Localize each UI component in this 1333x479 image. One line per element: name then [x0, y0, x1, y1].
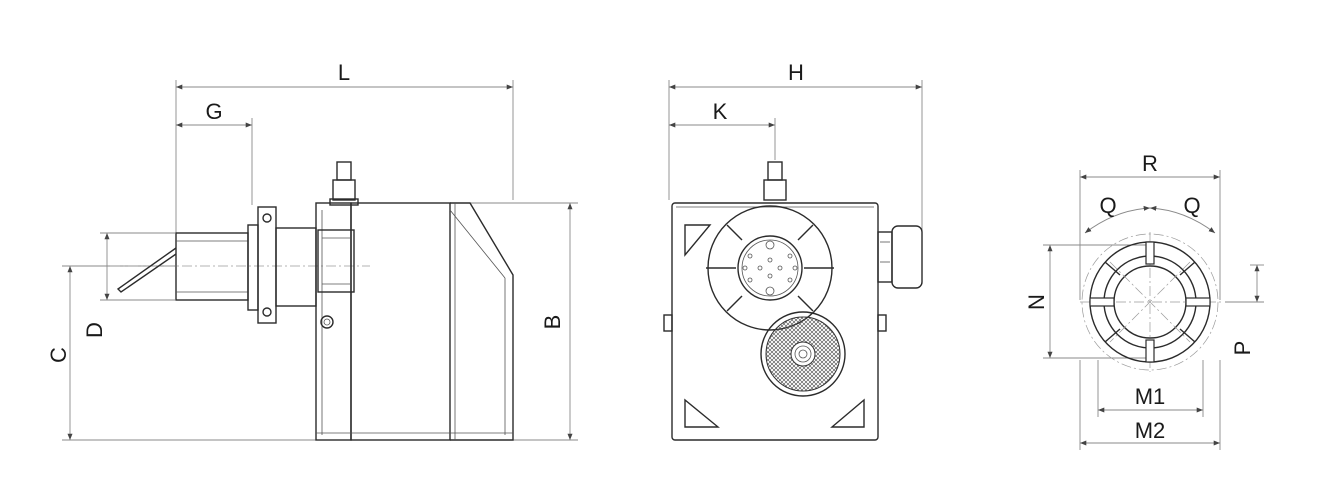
dimension-Q: Q Q: [1084, 193, 1216, 234]
side-view: L G B C D: [46, 60, 578, 441]
label-M1: M1: [1135, 384, 1166, 409]
dimension-P: P: [1225, 264, 1264, 356]
flange-view: R Q Q N P M1: [1024, 151, 1264, 450]
label-N: N: [1024, 294, 1049, 310]
label-B: B: [540, 315, 565, 330]
flange-gasket: [1080, 232, 1222, 372]
label-D: D: [82, 322, 107, 338]
label-R: R: [1142, 151, 1158, 176]
label-L: L: [338, 60, 350, 85]
label-P: P: [1230, 341, 1255, 356]
dimension-M1: M1: [1097, 360, 1204, 417]
dimension-R: R: [1079, 151, 1221, 300]
label-G: G: [205, 99, 222, 124]
dimension-H: H: [668, 60, 923, 232]
burner-body: [315, 161, 514, 441]
dimension-L: L: [175, 60, 514, 235]
label-M2: M2: [1135, 418, 1166, 443]
dimension-D: D: [82, 232, 175, 338]
label-C: C: [46, 347, 71, 363]
label-Q-left: Q: [1099, 193, 1116, 218]
fan-grille: [760, 311, 846, 397]
blast-tube: [116, 232, 249, 301]
dimension-C: C: [46, 265, 320, 441]
label-H: H: [788, 60, 804, 85]
mounting-flange: [247, 206, 317, 324]
front-view: H K: [663, 60, 923, 441]
dimension-G: G: [176, 99, 253, 205]
label-Q-right: Q: [1183, 193, 1200, 218]
combustion-head: [706, 205, 834, 331]
dimension-M2: M2: [1079, 360, 1221, 450]
label-K: K: [713, 99, 728, 124]
dimension-N: N: [1024, 244, 1150, 359]
dimension-K: K: [669, 99, 776, 160]
dimension-B: B: [450, 202, 578, 441]
